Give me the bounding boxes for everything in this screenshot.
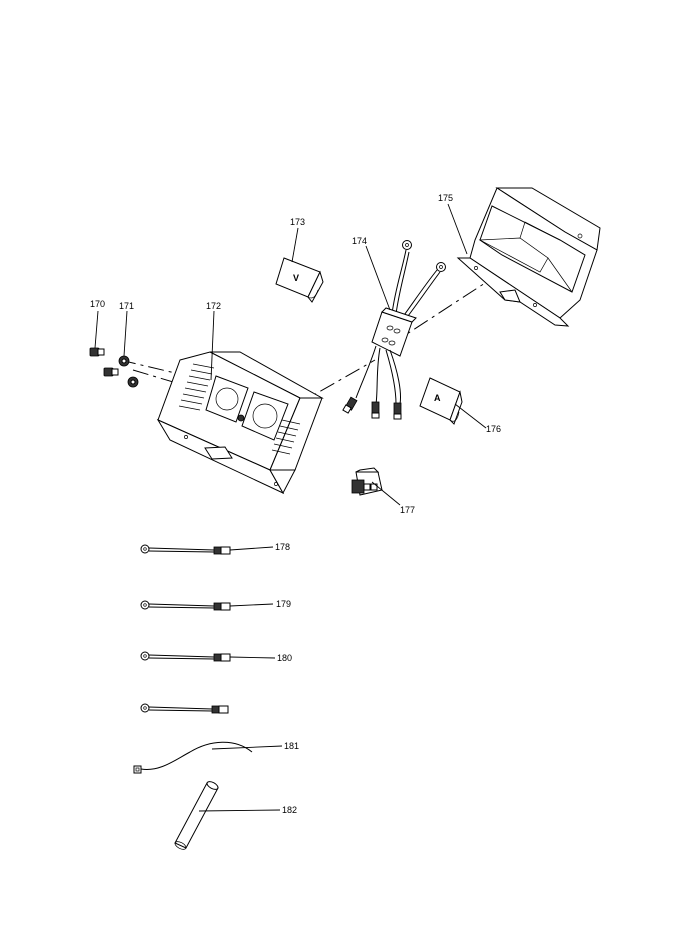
callout-180: 180 <box>277 653 292 663</box>
part-179-cable <box>140 600 231 611</box>
unlabeled-cable <box>140 703 229 714</box>
decal-a-letter: A <box>434 393 441 403</box>
part-178-cable <box>140 544 231 555</box>
callout-177: 177 <box>400 505 415 515</box>
callout-178: 178 <box>275 542 290 552</box>
part-182-sleeve <box>174 781 219 850</box>
part-181-sensor-wire <box>133 741 253 774</box>
callout-170: 170 <box>90 299 105 309</box>
leader-lines <box>94 203 487 812</box>
part-172-control-panel <box>156 351 324 495</box>
callout-172: 172 <box>206 301 221 311</box>
callout-176: 176 <box>486 424 501 434</box>
part-180-cable <box>140 651 231 662</box>
part-171-nuts <box>118 355 139 388</box>
decal-v-letter: V <box>293 273 299 283</box>
part-177-connector <box>351 467 383 496</box>
callout-174: 174 <box>352 236 367 246</box>
callout-numbers: 170 171 172 173 174 175 176 177 178 179 … <box>90 193 501 815</box>
callout-175: 175 <box>438 193 453 203</box>
part-174-wire-harness <box>342 240 446 420</box>
part-173-volt-decal: V <box>275 257 324 303</box>
callout-181: 181 <box>284 741 299 751</box>
callout-173: 173 <box>290 217 305 227</box>
callout-171: 171 <box>119 301 134 311</box>
callout-179: 179 <box>276 599 291 609</box>
part-170-screws <box>89 347 119 377</box>
part-175-enclosure <box>456 187 601 327</box>
part-176-amp-decal: A <box>419 377 463 425</box>
callout-182: 182 <box>282 805 297 815</box>
